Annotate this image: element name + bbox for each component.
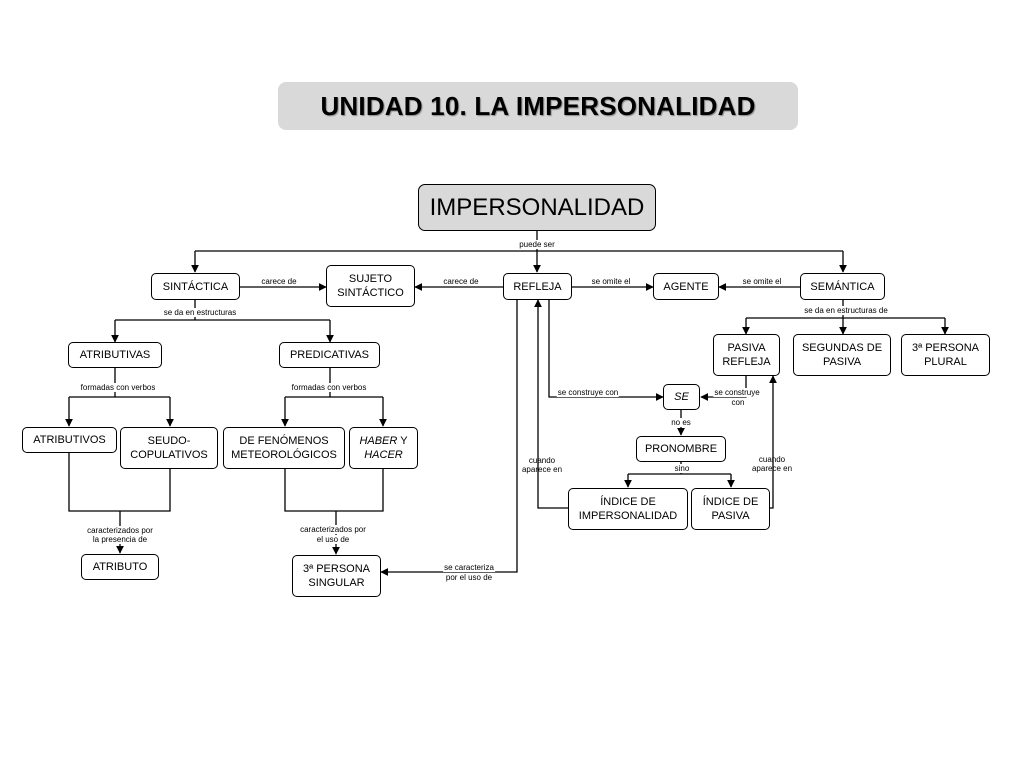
page-title-box: UNIDAD 10. LA IMPERSONALIDAD [278, 82, 798, 130]
node-sintactica: SINTÁCTICA [151, 273, 240, 300]
connector-to-sintactica [195, 250, 843, 272]
node-label: PASIVA [822, 356, 862, 368]
node-semantica: SEMÁNTICA [800, 273, 885, 300]
node-label: AGENTE [663, 280, 709, 293]
node-label: IMPERSONALIDAD [429, 193, 645, 221]
node-label: SINTÁCTICA [162, 280, 229, 293]
node-label: SINGULAR [308, 577, 365, 589]
node-label: PREDICATIVAS [289, 349, 370, 361]
page-title: UNIDAD 10. LA IMPERSONALIDAD [320, 90, 756, 121]
node-label: SEGUNDAS DE [801, 342, 883, 354]
node-segundas-de-pasiva: SEGUNDAS DE PASIVA [793, 334, 891, 376]
link-label-se-construye-con: con [731, 398, 745, 407]
node-label: ATRIBUTO [92, 561, 148, 573]
node-tercera-persona-singular: 3ª PERSONA SINGULAR [292, 555, 381, 597]
node-label: PASIVA [711, 510, 750, 522]
link-label-cuando-aparece-en: aparece en [521, 465, 563, 474]
node-agente: AGENTE [653, 273, 719, 300]
link-label-se-omite-el: se omite el [590, 277, 632, 286]
link-label-caracterizados-por: caracterizados por [86, 526, 154, 535]
node-label: ATRIBUTIVOS [33, 434, 106, 446]
link-label-cuando-aparece-en: aparece en [751, 464, 793, 473]
node-impersonalidad: IMPERSONALIDAD [418, 184, 656, 231]
node-label: SUJETO [348, 273, 393, 285]
link-label-puede-ser: puede ser [518, 240, 556, 249]
node-atributivos: ATRIBUTIVOS [22, 427, 117, 453]
node-predicativas: PREDICATIVAS [279, 342, 380, 368]
node-indice-de-pasiva: ÍNDICE DE PASIVA [691, 488, 770, 530]
node-label: HACER [364, 449, 403, 461]
node-pasiva-refleja: PASIVA REFLEJA [713, 334, 780, 376]
node-label: ATRIBUTIVAS [79, 349, 151, 361]
link-label-sino: sino [673, 464, 691, 473]
link-label-carece-de: carece de [442, 277, 480, 286]
node-label: Y [397, 435, 408, 447]
link-label-se-caracteriza: se caracteriza [443, 563, 495, 572]
link-label-se-da-en-estructuras-de: se da en estructuras de [803, 306, 889, 315]
link-label-cuando-aparece-en: cuando [758, 455, 786, 464]
link-label-caracterizados-por: caracterizados por [299, 525, 367, 534]
link-label-no-es: no es [670, 418, 692, 427]
node-label: METEOROLÓGICOS [231, 449, 337, 461]
node-fenomenos-meteorologicos: DE FENÓMENOS METEOROLÓGICOS [223, 427, 345, 469]
node-label: ÍNDICE DE [702, 496, 759, 508]
node-label: IMPERSONALIDAD [578, 510, 678, 522]
node-label: PASIVA [727, 342, 766, 354]
node-label: PLURAL [924, 356, 967, 368]
node-label-line1: HABER Y [359, 434, 407, 448]
node-sujeto-sintactico: SUJETO SINTÁCTICO [326, 265, 415, 307]
link-label-carece-de: carece de [260, 277, 298, 286]
node-label: 3ª PERSONA [911, 342, 980, 354]
node-label: PRONOMBRE [644, 443, 718, 455]
node-refleja: REFLEJA [503, 273, 572, 300]
link-label-formadas-con-verbos: formadas con verbos [290, 383, 368, 392]
node-seudo-copulativos: SEUDO- COPULATIVOS [120, 427, 218, 469]
node-atributo: ATRIBUTO [81, 554, 159, 580]
node-indice-de-impersonalidad: ÍNDICE DE IMPERSONALIDAD [568, 488, 688, 530]
node-atributivas: ATRIBUTIVAS [68, 342, 162, 368]
link-label-se-omite-el: se omite el [741, 277, 783, 286]
node-haber-y-hacer: HABER Y HACER [349, 427, 418, 469]
link-label-se-caracteriza: por el uso de [445, 573, 493, 582]
link-label-se-da-en-estructuras: se da en estructuras [162, 308, 238, 317]
link-label-caracterizados-por: la presencia de [91, 535, 149, 544]
node-label: REFLEJA [513, 280, 562, 293]
link-label-cuando-aparece-en: cuando [528, 456, 556, 465]
node-label: SEMÁNTICA [810, 280, 875, 293]
link-label-caracterizados-por: el uso de [315, 535, 351, 544]
node-se: SE [663, 384, 700, 410]
node-label: SINTÁCTICO [337, 287, 404, 299]
node-label: REFLEJA [722, 356, 771, 368]
node-label: SEUDO- [147, 435, 191, 447]
link-label-se-construye-con: se construye con [556, 388, 620, 397]
node-tercera-persona-plural: 3ª PERSONA PLURAL [901, 334, 990, 376]
link-label-se-construye-con: se construye [713, 388, 761, 397]
node-label: SE [674, 391, 689, 403]
node-label: DE FENÓMENOS [239, 435, 329, 447]
link-label-formadas-con-verbos: formadas con verbos [79, 383, 157, 392]
node-label: 3ª PERSONA [302, 563, 371, 575]
node-label: ÍNDICE DE [600, 496, 656, 508]
node-label: HABER [359, 435, 398, 447]
node-pronombre: PRONOMBRE [636, 436, 726, 462]
node-label: COPULATIVOS [130, 449, 208, 461]
